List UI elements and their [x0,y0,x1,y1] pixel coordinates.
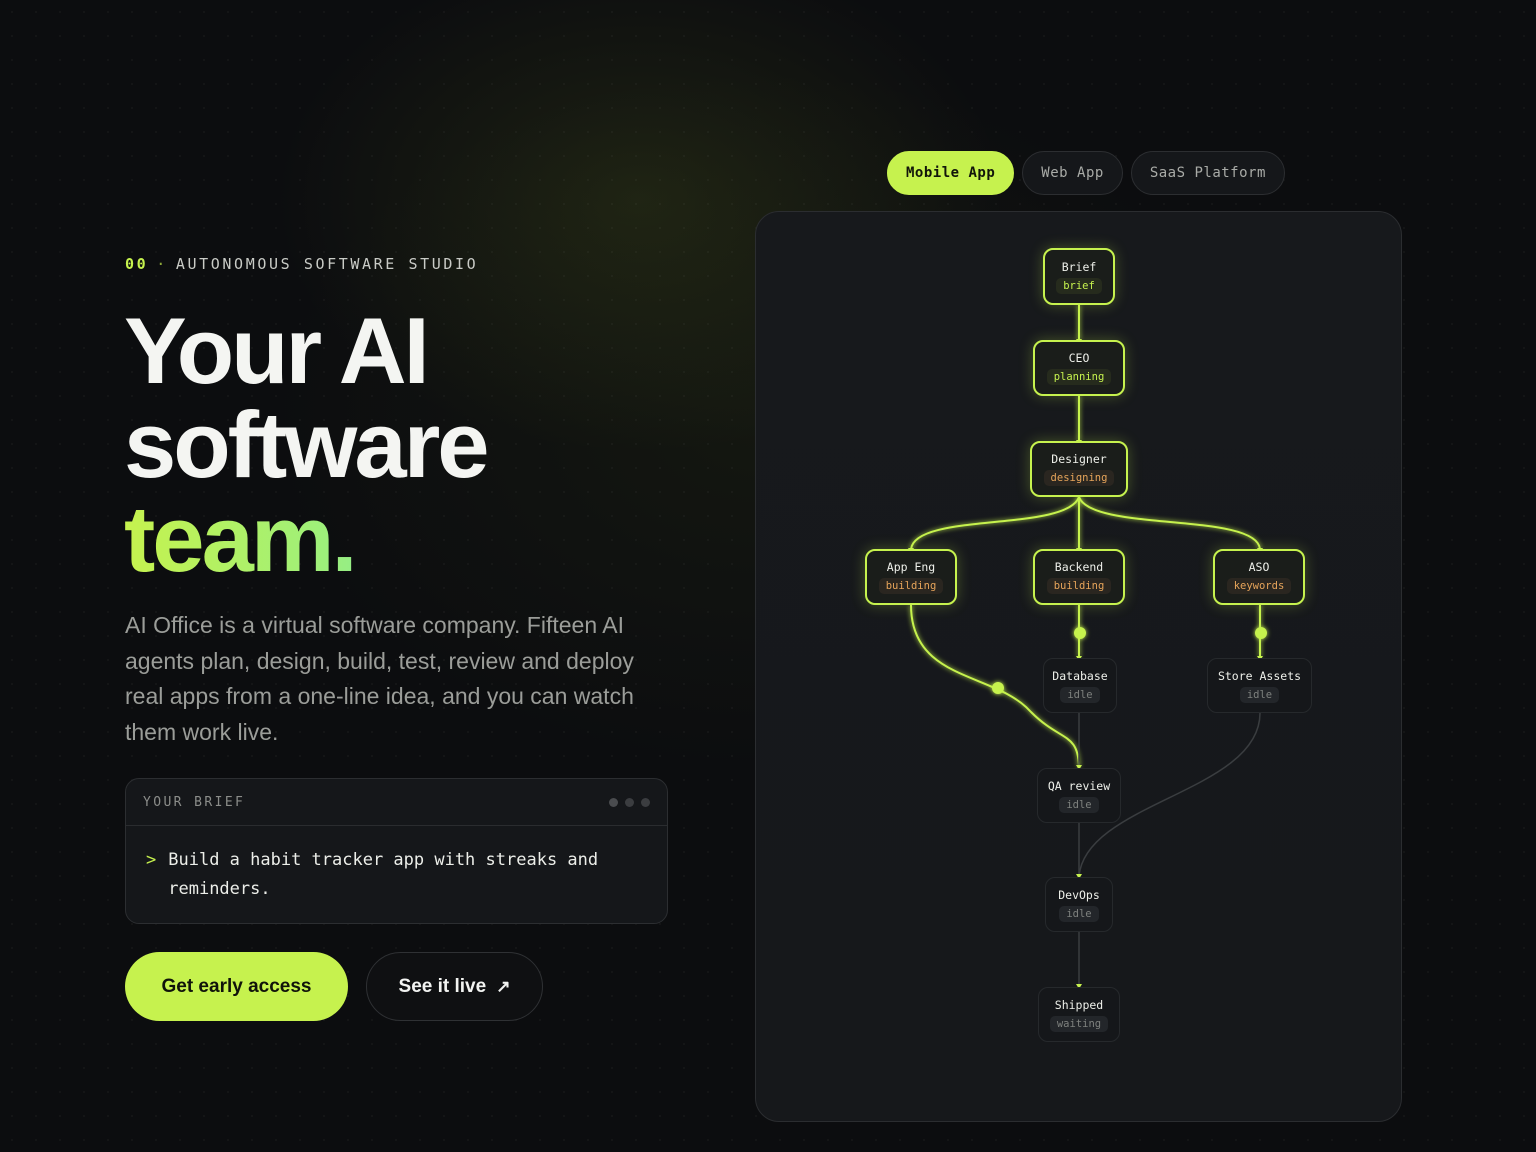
edge-appeng-qa [910,604,1080,768]
edge-storeassets-devops [1078,712,1261,877]
tab-saas-platform[interactable]: SaaS Platform [1130,151,1285,195]
node-name: App Eng [886,560,936,574]
node-store-assets[interactable]: Store Assets idle [1207,658,1312,713]
see-it-live-label: See it live [398,975,487,997]
node-status: idle [1239,686,1280,703]
node-ceo[interactable]: CEO planning [1033,340,1125,396]
node-name: DevOps [1058,887,1100,902]
project-type-tabs: Mobile App Web App SaaS Platform [887,151,1285,195]
eyebrow: 00 · AUTONOMOUS SOFTWARE STUDIO [125,255,478,273]
eyebrow-text: AUTONOMOUS SOFTWARE STUDIO [175,255,479,273]
eyebrow-number: 00 [125,255,149,273]
node-name: Database [1052,668,1108,683]
node-backend[interactable]: Backend building [1033,549,1125,605]
brief-card-title: YOUR BRIEF [143,794,246,810]
brief-text: Build a habit tracker app with streaks a… [168,850,599,899]
tab-web-app[interactable]: Web App [1022,151,1123,195]
node-status: idle [1059,796,1099,813]
flow-pulse-appeng [992,682,1004,694]
brief-card-header: YOUR BRIEF [126,779,667,826]
node-status: designing [1043,470,1115,486]
node-status: building [878,578,944,594]
node-qa-review[interactable]: QA review idle [1037,768,1121,823]
get-early-access-button[interactable]: Get early access [125,952,348,1021]
node-status: building [1046,578,1112,594]
prompt-chevron-icon: > [146,850,157,870]
node-status: idle [1060,686,1100,703]
flow-pulse-backend [1074,627,1086,639]
node-name: ASO [1248,560,1270,574]
see-it-live-button[interactable]: See it live ↗ [366,952,543,1021]
edge-designer-appeng [910,496,1080,550]
pipeline-panel: Brief brief CEO planning Designer design… [755,211,1402,1122]
window-dots-icon [609,797,650,807]
node-name: Shipped [1054,997,1104,1012]
headline-line-2: software [124,392,490,497]
page-title: Your AI software team. [124,298,490,586]
brief-card: YOUR BRIEF > Build a habit tracker app w… [125,778,668,924]
headline-line-1: Your AI [124,298,430,403]
node-status: keywords [1226,578,1292,594]
node-status: idle [1059,905,1099,922]
node-aso[interactable]: ASO keywords [1213,549,1305,605]
node-name: QA review [1047,778,1111,793]
headline-accent: team. [124,492,487,586]
node-status: brief [1056,277,1102,294]
node-name: CEO [1068,351,1090,365]
get-early-access-label: Get early access [161,975,312,997]
node-database[interactable]: Database idle [1043,658,1117,713]
node-name: Store Assets [1217,668,1302,683]
node-name: Brief [1061,259,1097,274]
node-designer[interactable]: Designer designing [1030,441,1128,497]
tab-mobile-app[interactable]: Mobile App [887,151,1015,195]
eyebrow-separator: · [156,255,168,273]
node-status: waiting [1049,1015,1109,1032]
brief-input[interactable]: > Build a habit tracker app with streaks… [126,826,667,904]
node-devops[interactable]: DevOps idle [1045,877,1113,932]
arrow-up-right-icon: ↗ [496,976,511,996]
edge-designer-aso [1078,496,1261,550]
node-shipped[interactable]: Shipped waiting [1038,987,1120,1042]
node-status: planning [1046,369,1112,385]
node-name: Backend [1054,560,1104,574]
node-brief[interactable]: Brief brief [1043,248,1115,305]
hero-description: AI Office is a virtual software company.… [125,612,634,745]
node-app-eng[interactable]: App Eng building [865,549,957,605]
flow-pulse-aso [1255,627,1267,639]
node-name: Designer [1051,452,1107,466]
